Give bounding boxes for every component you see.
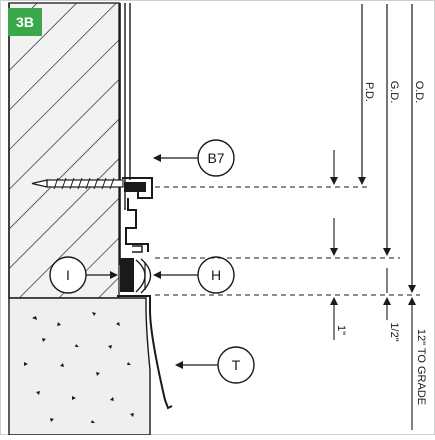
gd-dimension-label: G.D. [388,81,400,104]
wall-hatched [8,2,120,299]
trim-channel [125,198,149,252]
callout-h-label: H [211,267,221,283]
b7-clip-fill [124,182,146,192]
figure-badge-text: 3B [16,14,34,30]
trim-return [132,245,143,253]
pd-dimension-label: P.D. [363,82,375,102]
concrete-block [8,297,151,436]
callout-i-circle [49,256,87,294]
od-dimension-label: O.D. [413,81,425,104]
sealant-block [120,258,134,292]
callout-b7-circle [197,139,235,177]
half-inch-label: 1/2" [388,322,400,341]
grade-label: 12" TO GRADE [415,329,427,405]
screw-fastener [31,177,124,190]
figure-badge [8,8,42,36]
one-inch-label: 1" [335,325,347,335]
bead-curve-2 [140,258,152,294]
callout-b7-label: B7 [207,150,224,166]
callout-i-label: I [66,267,70,283]
callout-t-label: T [232,357,241,373]
t-flashing [117,295,173,410]
callout-t-circle [217,346,255,384]
callout-h-circle [197,256,235,294]
